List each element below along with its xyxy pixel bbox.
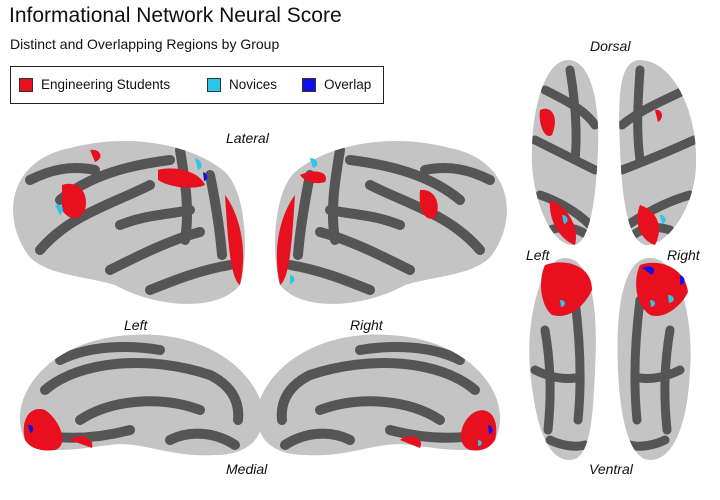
activation-engineering <box>400 410 497 451</box>
label-dorsal: Dorsal <box>590 38 631 54</box>
legend-label: Engineering Students <box>41 77 171 92</box>
activation-engineering <box>636 262 688 316</box>
activation-engineering <box>276 171 438 285</box>
label-medial: Medial <box>226 461 268 477</box>
figure-title: Informational Network Neural Score <box>9 4 342 27</box>
right-medial-hemisphere <box>257 334 501 456</box>
legend-swatch-blue <box>302 77 316 92</box>
legend-label: Overlap <box>324 77 372 92</box>
label-right-ventral: Right <box>667 247 700 263</box>
label-left-medial: Left <box>124 317 148 333</box>
legend-label: Novices <box>229 77 278 92</box>
legend-swatch-red <box>19 77 33 92</box>
label-ventral: Ventral <box>589 461 633 477</box>
ventral-left-hemisphere <box>529 258 596 460</box>
ventral-right-hemisphere <box>617 258 691 460</box>
legend: Engineering Students Novices Overlap <box>10 66 384 104</box>
right-lateral-hemisphere <box>275 141 507 304</box>
legend-item-overlap: Overlap <box>302 77 371 92</box>
left-medial-hemisphere <box>19 334 263 456</box>
label-left-ventral: Left <box>526 247 550 263</box>
legend-swatch-cyan <box>207 77 221 92</box>
dorsal-left-hemisphere <box>531 60 599 246</box>
label-right-medial: Right <box>350 317 383 333</box>
figure-subtitle: Distinct and Overlapping Regions by Grou… <box>10 36 280 52</box>
legend-item-novices: Novices <box>207 77 277 92</box>
activation-engineering <box>637 109 662 245</box>
left-lateral-hemisphere <box>13 141 246 304</box>
legend-item-engineering: Engineering Students <box>19 77 170 92</box>
activation-engineering <box>62 149 244 285</box>
activation-engineering <box>23 409 93 451</box>
label-lateral: Lateral <box>226 130 269 146</box>
activation-engineering <box>539 108 576 245</box>
dorsal-right-hemisphere <box>619 60 697 246</box>
activation-engineering <box>540 262 592 316</box>
